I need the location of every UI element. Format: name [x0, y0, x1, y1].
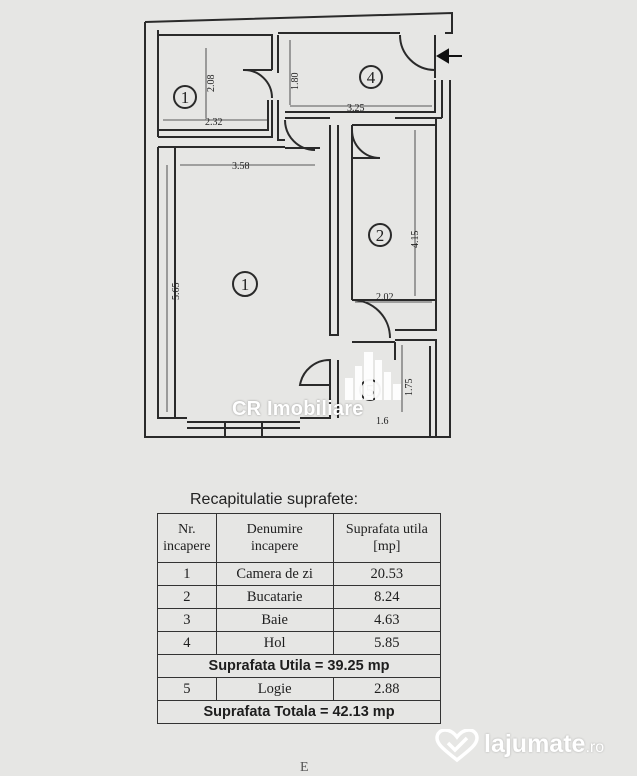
door-swing-2 — [351, 129, 381, 159]
window — [187, 421, 300, 438]
cell-area: 2.88 — [332, 677, 442, 701]
dim-1-6: 1.6 — [376, 416, 389, 427]
header-suprafata: Suprafata utila[mp] — [332, 513, 442, 563]
cell-area: 8.24 — [332, 585, 442, 609]
table-row: 4 Hol 5.85 — [157, 631, 442, 655]
dim-2-02: 2.02 — [376, 292, 394, 303]
wall-room-4 — [285, 80, 443, 119]
brand-logo[interactable]: lajumate.ro — [434, 727, 634, 763]
footer-fragment: E — [300, 760, 309, 775]
wall-room-1 — [158, 146, 339, 419]
cell-name: Baie — [215, 608, 334, 632]
heart-check-icon — [435, 729, 479, 763]
dim-2-08: 2.08 — [206, 75, 217, 93]
room-number-2: 2 — [376, 226, 385, 245]
brand-name: lajumate.ro — [484, 730, 605, 758]
door-swing-1 — [284, 119, 320, 151]
header-nr: Nr.incapere — [157, 513, 217, 563]
cell-name: Bucatarie — [215, 585, 334, 609]
room-number-3: 1 — [181, 88, 190, 107]
dim-1-75: 1.75 — [404, 379, 415, 397]
dim-3-25: 3.25 — [347, 103, 365, 114]
door-swing-3 — [242, 68, 273, 99]
sum-totala: Suprafata Totala = 42.13 mp — [157, 700, 441, 724]
dim-2-32: 2.32 — [205, 117, 223, 128]
outer-wall-inner — [157, 30, 187, 419]
door-swing-6 — [298, 358, 331, 386]
wall-room-3 — [158, 32, 400, 141]
floor-plan: 1 4 2 1 5 2.08 1.80 2.32 3.25 3.58 4.15 … — [144, 11, 462, 438]
sum-utila: Suprafata Utila = 39.25 mp — [157, 654, 441, 678]
table-row: 5 Logie 2.88 — [157, 677, 442, 701]
door-swing-5 — [351, 299, 391, 339]
cell-name: Logie — [215, 677, 334, 701]
dim-4-15: 4.15 — [410, 231, 421, 249]
room-circle-4 — [359, 65, 383, 89]
cell-nr: 4 — [157, 631, 217, 655]
arrow-left-icon — [436, 48, 462, 64]
room-circle-2 — [368, 223, 392, 247]
dim-3-58: 3.58 — [232, 161, 250, 172]
cell-area: 5.85 — [332, 631, 442, 655]
cell-area: 4.63 — [332, 608, 442, 632]
wall-room-5 — [352, 339, 437, 437]
wall-room-2 — [329, 118, 437, 336]
cell-name: Camera de zi — [215, 562, 334, 586]
room-number-1: 1 — [241, 275, 250, 294]
table-row: 1 Camera de zi 20.53 — [157, 562, 442, 586]
cell-nr: 5 — [157, 677, 217, 701]
dim-5-65: 5.65 — [171, 283, 182, 301]
dim-1-80: 1.80 — [290, 73, 301, 91]
cell-nr: 2 — [157, 585, 217, 609]
table-row: 3 Baie 4.63 — [157, 608, 442, 632]
recap-title: Recapitulatie suprafete: — [190, 491, 359, 508]
cell-name: Hol — [215, 631, 334, 655]
cell-nr: 1 — [157, 562, 217, 586]
dimension-lines — [163, 40, 432, 412]
room-circle-3 — [173, 85, 197, 109]
room-number-4: 4 — [367, 68, 376, 87]
door-swing-4 — [399, 34, 436, 78]
outer-wall — [144, 11, 453, 438]
room-circle-1 — [232, 271, 258, 297]
city-skyline-icon — [345, 352, 401, 400]
cell-nr: 3 — [157, 608, 217, 632]
cell-area: 20.53 — [332, 562, 442, 586]
watermark-text: CR Imobiliare — [232, 398, 364, 420]
table-row: 2 Bucatarie 8.24 — [157, 585, 442, 609]
sum-utila-row: Suprafata Utila = 39.25 mp — [157, 654, 441, 678]
sum-totala-row: Suprafata Totala = 42.13 mp — [157, 700, 441, 724]
